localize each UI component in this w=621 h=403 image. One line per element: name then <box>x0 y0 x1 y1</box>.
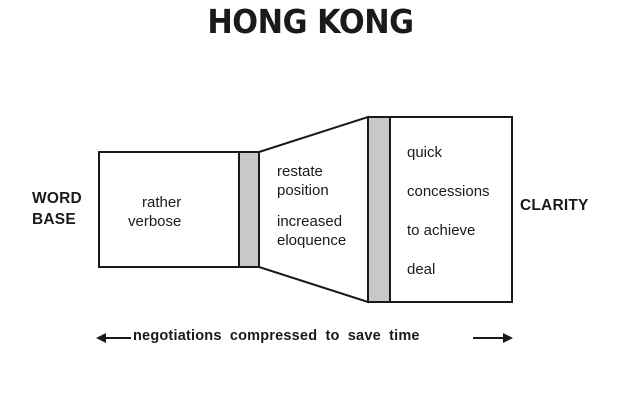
stage-1-text: rather verbose <box>128 193 181 231</box>
stage-1-line-2: verbose <box>128 213 182 230</box>
word-base-line-1: WORD <box>32 190 82 207</box>
stage-1-line-1: rather <box>142 194 182 211</box>
stage-3-box <box>389 116 513 303</box>
stage-2-line-2: position <box>277 182 329 199</box>
stage-3-line-3: to achieve <box>407 222 476 239</box>
stage-3-line-2: concessions <box>407 183 490 200</box>
right-arrow-icon <box>473 333 513 343</box>
stage-3-line-4: deal <box>407 261 436 278</box>
footer-caption: negotiations compressed to save time <box>95 326 515 350</box>
stage-3-line-1: quick <box>407 144 443 161</box>
word-base-label: WORD BASE <box>32 188 82 230</box>
stage-1-box <box>98 151 240 268</box>
stage-1-band <box>238 151 260 268</box>
diagram-title: HONG KONG <box>207 2 414 41</box>
left-arrow-icon <box>96 333 131 343</box>
footer-text: negotiations compressed to save time <box>133 328 420 344</box>
clarity-label: CLARITY <box>520 197 589 214</box>
stage-2-line-3: increased <box>277 213 343 230</box>
stage-2-text: restate position increased eloquence <box>277 162 346 250</box>
stage-2-line-1: restate <box>277 163 323 180</box>
stage-2-line-4: eloquence <box>277 232 347 249</box>
word-base-line-2: BASE <box>32 211 76 228</box>
stage-3-text: quick concessions to achieve deal <box>407 143 490 279</box>
stage-2-band <box>367 116 391 303</box>
